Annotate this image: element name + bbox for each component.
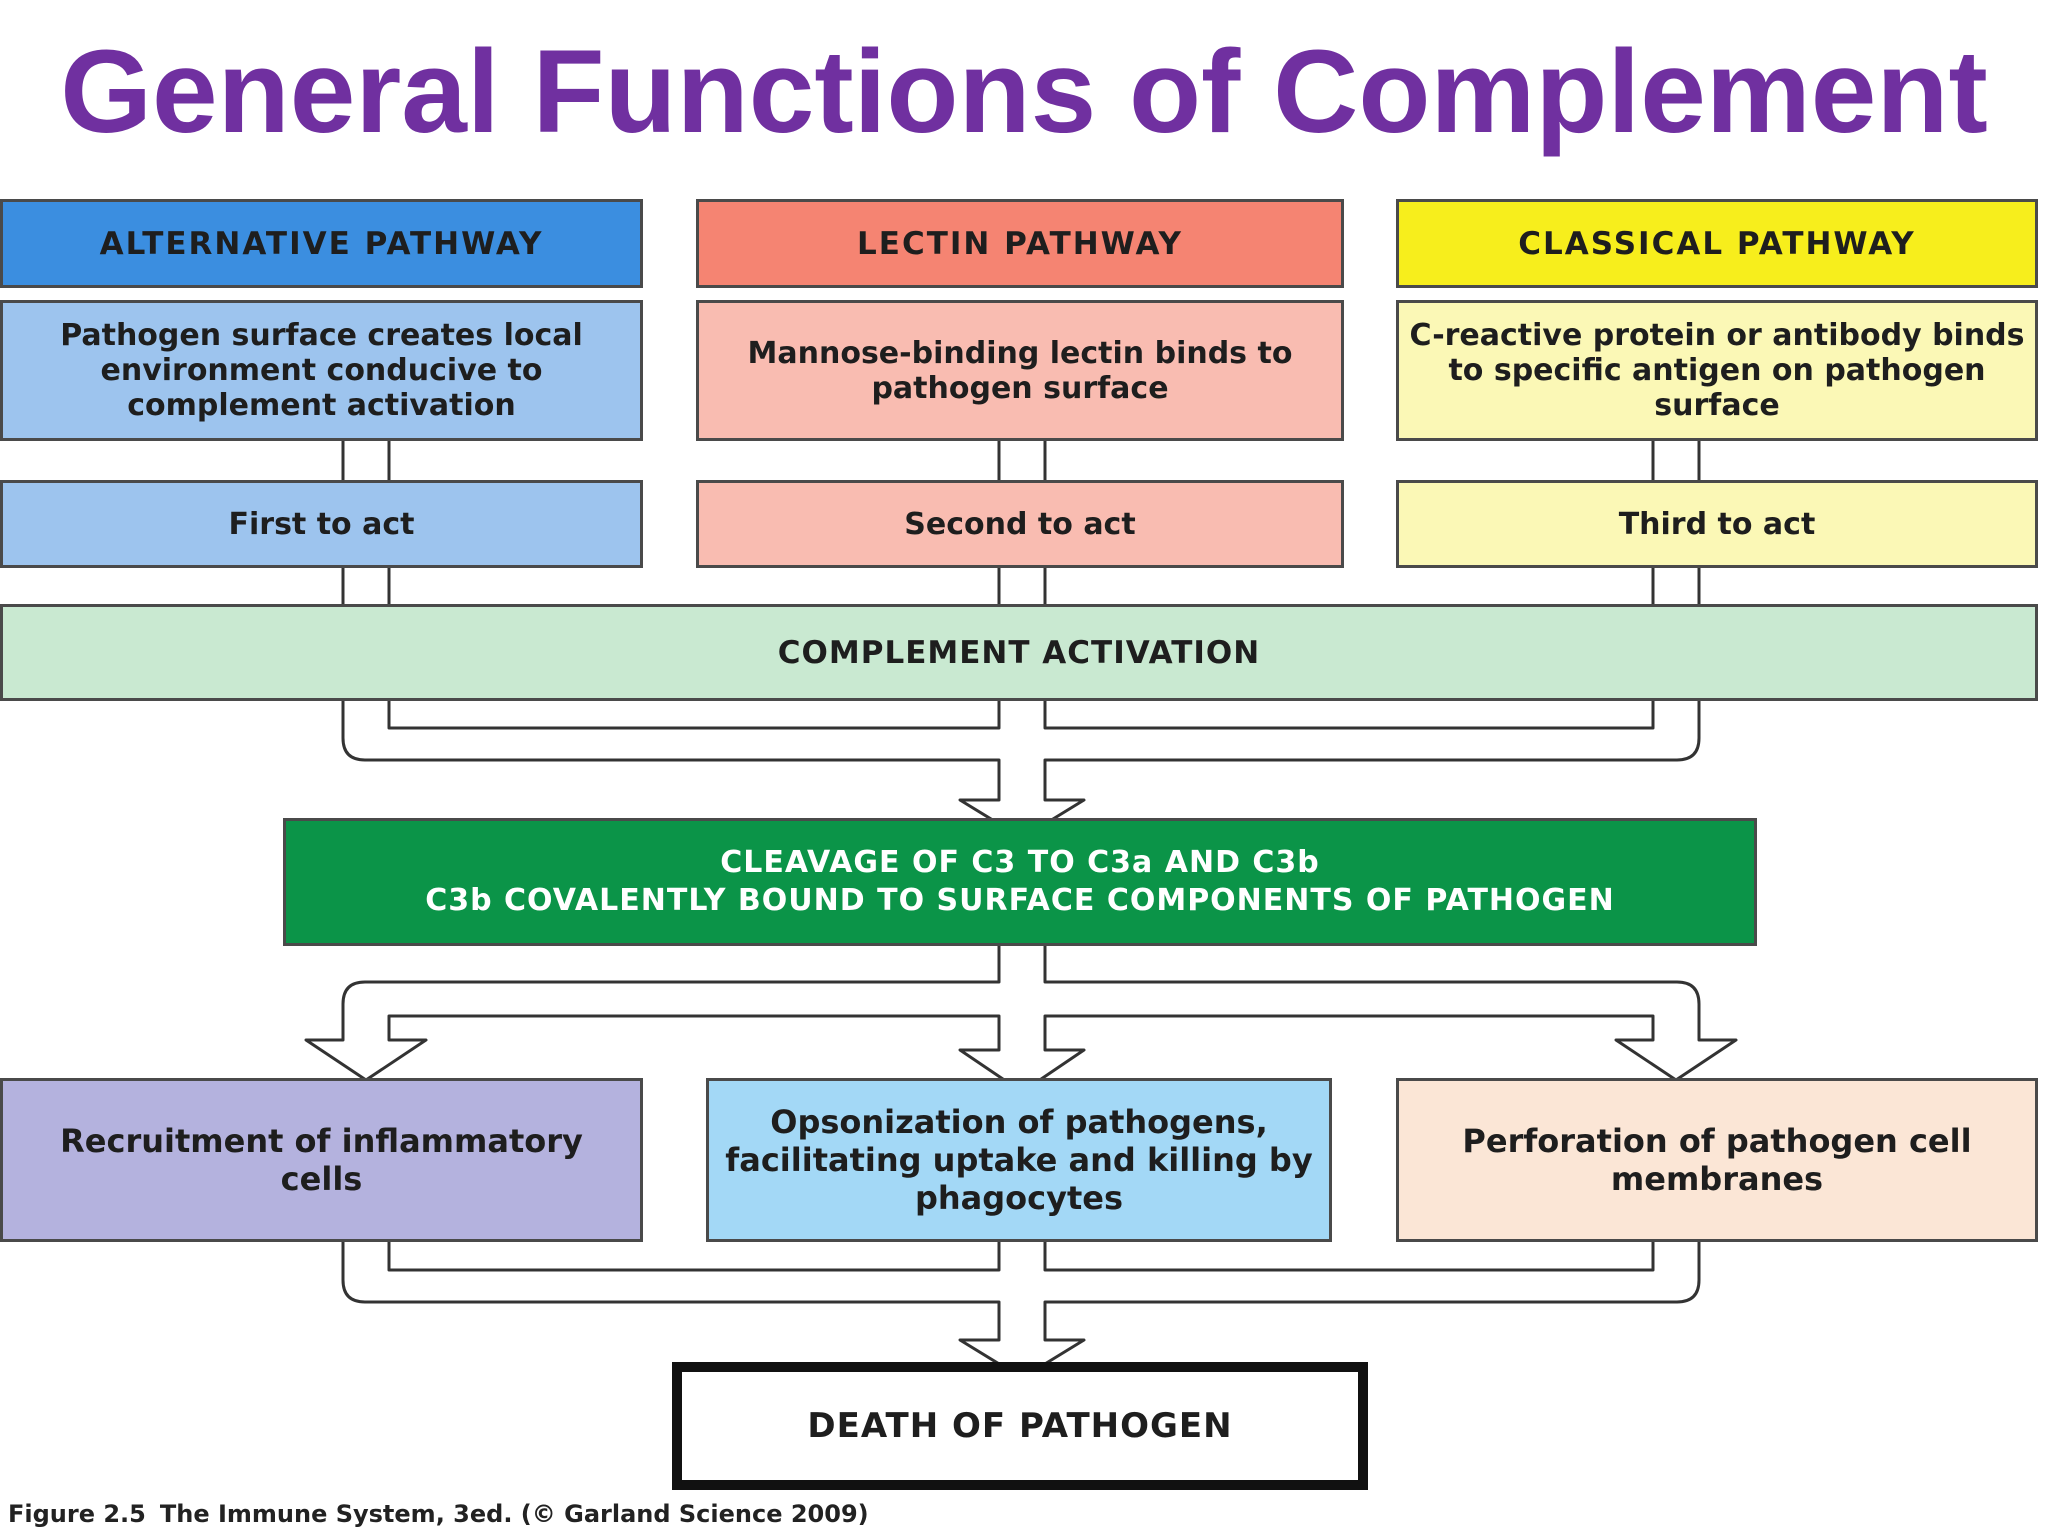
lectin-pathway-order-text: Second to act — [904, 506, 1136, 542]
complement-activation-label: COMPLEMENT ACTIVATION — [777, 634, 1261, 671]
final-pipe-outer — [341, 1242, 1701, 1380]
connector-lectin-1 — [997, 441, 1047, 480]
lectin-pathway-description-text: Mannose-binding lectin binds to pathogen… — [747, 335, 1293, 406]
outcome-recruitment-box: Recruitment of inflammatory cells — [0, 1078, 643, 1242]
c3-cleavage-line-2: C3b COVALENTLY BOUND TO SURFACE COMPONEN… — [425, 883, 1615, 918]
connector-lectin-2 — [997, 568, 1047, 604]
alternative-pathway-description: Pathogen surface creates local environme… — [0, 300, 643, 441]
diverge-pipe-outer — [304, 946, 1738, 1094]
lectin-pathway-order: Second to act — [696, 480, 1344, 568]
alternative-pathway-order-text: First to act — [228, 506, 415, 542]
outcome-opsonization-text: Opsonization of pathogens, facilitating … — [725, 1103, 1313, 1217]
classical-pathway-header-label: CLASSICAL PATHWAY — [1518, 225, 1916, 262]
alternative-pathway-header-label: ALTERNATIVE PATHWAY — [99, 225, 544, 262]
lectin-pathway-header-label: LECTIN PATHWAY — [857, 225, 1183, 262]
classical-pathway-header: CLASSICAL PATHWAY — [1396, 199, 2038, 288]
c3-cleavage-line-1: CLEAVAGE OF C3 TO C3a AND C3b — [720, 845, 1320, 880]
classical-pathway-description: C-reactive protein or antibody binds to … — [1396, 300, 2038, 441]
complement-activation-box: COMPLEMENT ACTIVATION — [0, 604, 2038, 701]
figure-caption-source: The Immune System, 3ed. (© Garland Scien… — [159, 1500, 869, 1528]
outcome-perforation-box: Perforation of pathogen cell membranes — [1396, 1078, 2038, 1242]
outcome-recruitment-text: Recruitment of inflammatory cells — [60, 1122, 583, 1198]
classical-pathway-description-text: C-reactive protein or antibody binds to … — [1409, 318, 2025, 423]
classical-pathway-order: Third to act — [1396, 480, 2038, 568]
slide-title: General Functions of Complement — [60, 26, 1988, 158]
classical-pathway-order-text: Third to act — [1618, 506, 1816, 542]
death-of-pathogen-box: DEATH OF PATHOGEN — [672, 1362, 1368, 1490]
death-of-pathogen-label: DEATH OF PATHOGEN — [807, 1406, 1233, 1446]
converge-pipe-inner — [387, 701, 1655, 730]
connector-classical-1 — [1651, 441, 1701, 480]
final-pipe-inner — [387, 1242, 1655, 1272]
connector-alt-1 — [341, 441, 391, 480]
alternative-pathway-header: ALTERNATIVE PATHWAY — [0, 199, 643, 288]
c3-cleavage-box: CLEAVAGE OF C3 TO C3a AND C3b C3b COVALE… — [283, 818, 1757, 946]
connector-alt-2 — [341, 568, 391, 604]
connector-classical-2 — [1651, 568, 1701, 604]
lectin-pathway-description: Mannose-binding lectin binds to pathogen… — [696, 300, 1344, 441]
figure-caption: Figure 2.5 The Immune System, 3ed. (© Gar… — [8, 1500, 869, 1528]
outcome-opsonization-box: Opsonization of pathogens, facilitating … — [706, 1078, 1332, 1242]
figure-caption-number: Figure 2.5 — [8, 1500, 146, 1528]
lectin-pathway-header: LECTIN PATHWAY — [696, 199, 1344, 288]
alternative-pathway-description-text: Pathogen surface creates local environme… — [60, 318, 583, 423]
outcome-perforation-text: Perforation of pathogen cell membranes — [1462, 1122, 1972, 1198]
alternative-pathway-order: First to act — [0, 480, 643, 568]
